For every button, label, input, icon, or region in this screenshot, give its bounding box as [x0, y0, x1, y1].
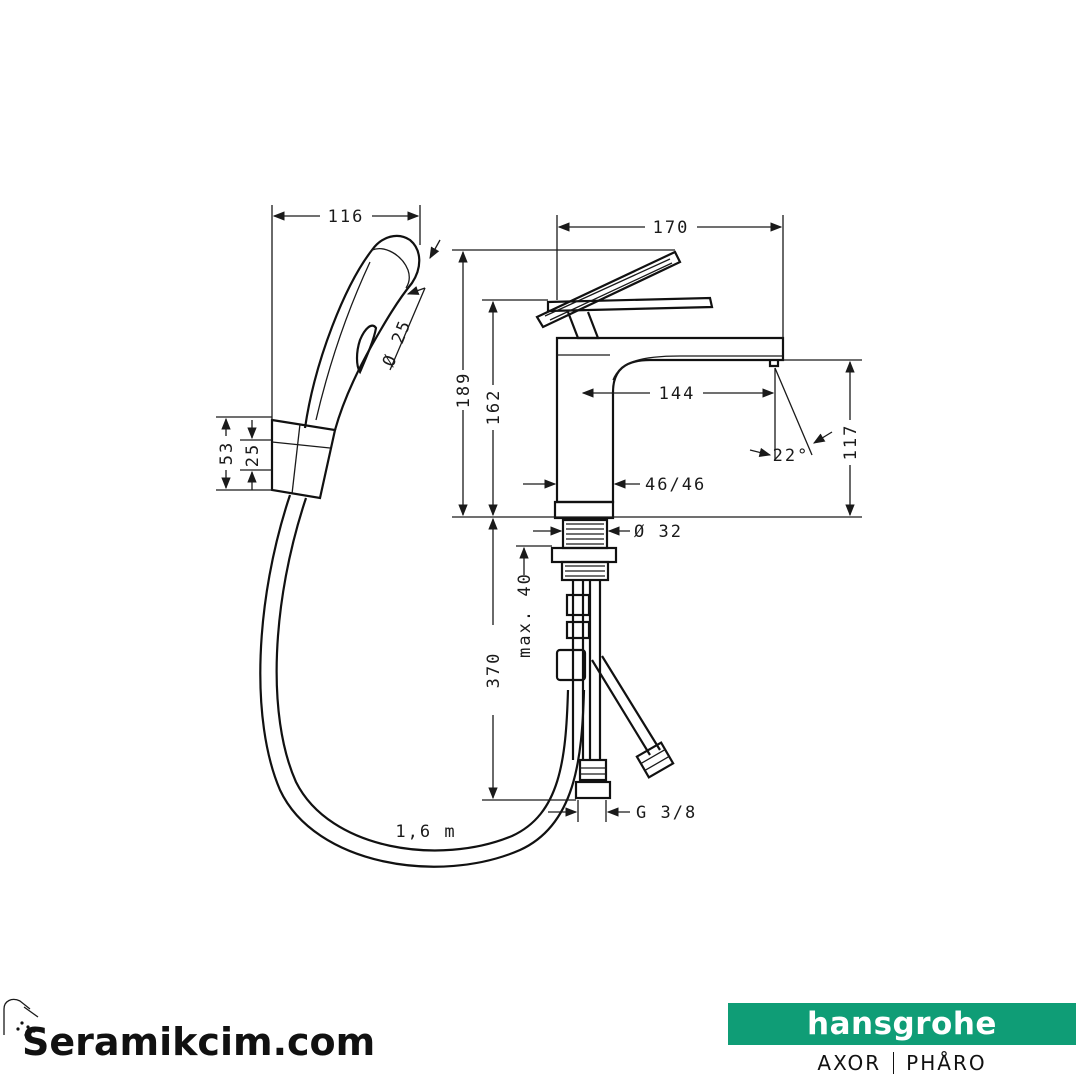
dim-25-vertical: 25	[243, 443, 263, 467]
shower-hose	[259, 494, 586, 868]
dim-diameter-32: Ø 32	[634, 522, 683, 542]
hand-shower	[303, 234, 421, 431]
dim-hose-length: 1,6 m	[395, 822, 456, 842]
dimension-lines	[216, 205, 862, 822]
dim-144: 144	[659, 384, 696, 404]
dim-117: 117	[841, 424, 861, 461]
shower-holder	[270, 418, 337, 500]
brand-subline: AXOR PHÅRO	[728, 1050, 1076, 1076]
dim-370: 370	[484, 652, 504, 689]
site-watermark: Seramikcim.com	[22, 1020, 376, 1064]
dim-116: 116	[328, 207, 365, 227]
dim-189: 189	[454, 372, 474, 409]
brand-sub-left: AXOR	[817, 1051, 882, 1075]
dim-max-40: max. 40	[515, 572, 535, 658]
brand-logo: hansgrohe	[728, 1003, 1076, 1045]
dim-46-46: 46/46	[645, 475, 706, 495]
dim-162: 162	[484, 389, 504, 426]
brand-separator	[893, 1052, 895, 1074]
dim-170: 170	[653, 218, 690, 238]
dim-g-3-8: G 3/8	[636, 803, 697, 823]
faucet-body	[535, 250, 785, 800]
dim-53: 53	[217, 441, 237, 465]
dim-22-deg: 22°	[773, 446, 810, 466]
shower-logo-icon	[3, 998, 39, 1037]
brand-sub-right: PHÅRO	[906, 1051, 987, 1075]
